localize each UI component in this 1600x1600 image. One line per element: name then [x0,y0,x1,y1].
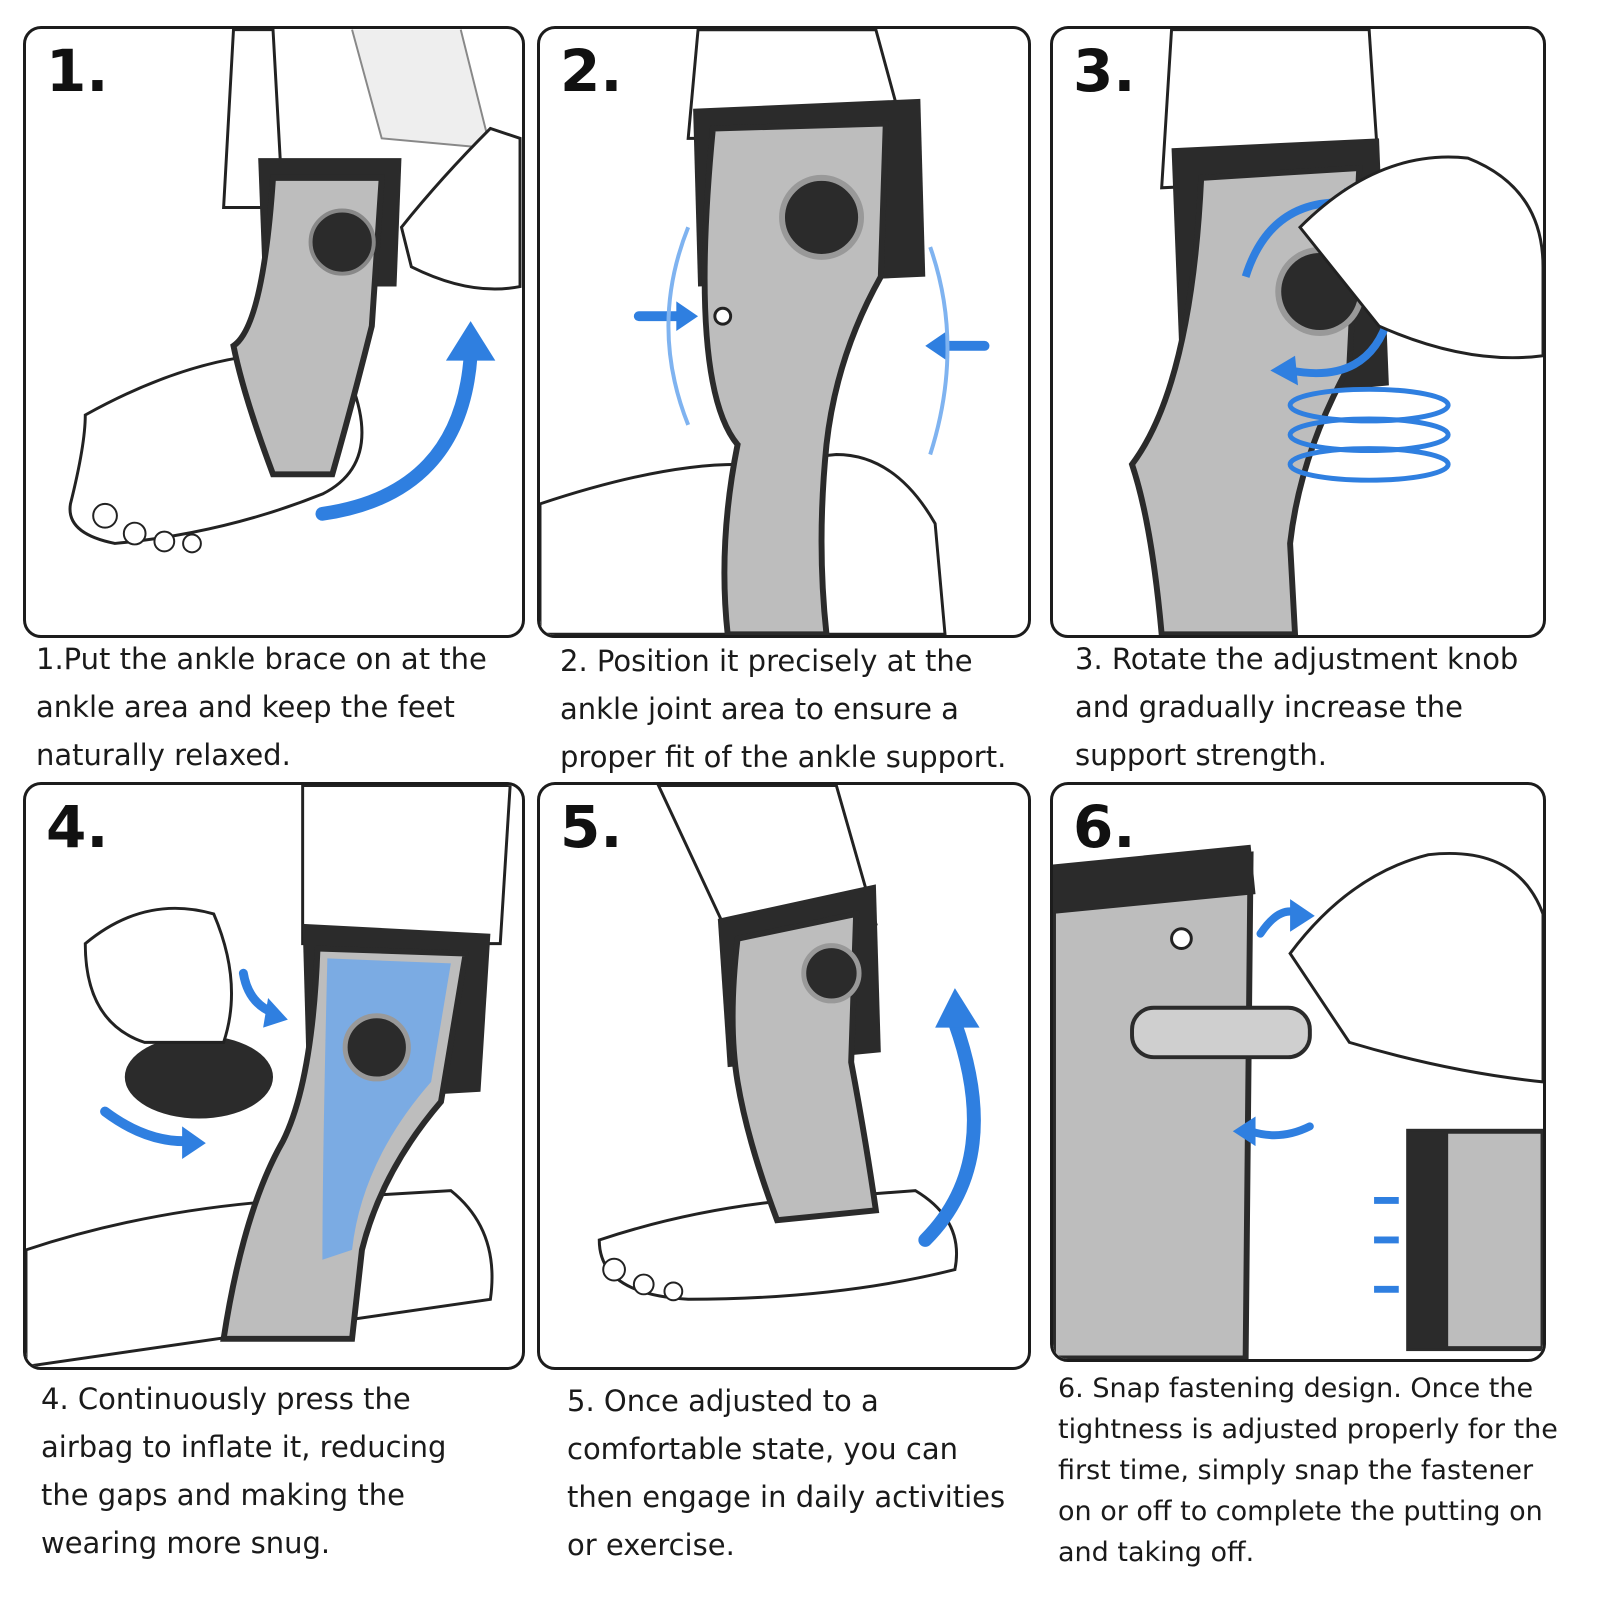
step-2-caption: 2. Position it precisely at the ankle jo… [560,644,1007,774]
activity-arrow [918,1015,981,1247]
ankle-brace-shell [1053,851,1254,1359]
rotate-arrow-bottom [1289,315,1393,378]
step-6-illustration [1053,844,1543,1359]
leg [301,785,512,946]
inset-cuff-band [1408,1131,1449,1349]
step-6-number: 6. [1073,793,1136,861]
step-4-caption: 4. Continuously press the airbag to infl… [41,1382,447,1560]
toe [663,1281,684,1302]
lift-arrowhead [445,321,496,361]
squeeze-arrowhead-left [676,301,699,332]
adjustment-knob [308,208,376,276]
toe [632,1273,655,1296]
rivet [1170,927,1193,950]
rotate-arrowhead-bottom [1270,355,1298,386]
inflate-arrowhead [263,997,288,1028]
adjustment-knob [801,943,862,1004]
step-1-caption: 1.Put the ankle brace on at the ankle ar… [36,642,487,772]
rivet [713,306,733,326]
step-4-panel: 4. [23,782,525,1370]
toe [153,530,176,553]
activity-arrowhead [935,988,980,1028]
toe [182,533,202,554]
press-arrow [100,1106,190,1147]
toe [602,1257,626,1282]
step-1-illustration [68,29,522,554]
step-5-illustration [597,785,981,1302]
snap-arrowhead-up [1290,899,1315,932]
snap-arrow-left [1246,1122,1314,1140]
toe [92,502,118,529]
squeeze-arrowhead-right [925,331,947,361]
fit-line-right [928,246,950,456]
air-pump-bulb [124,1035,274,1119]
step-2-panel: 2. [537,26,1031,638]
adjustment-knob [779,174,865,260]
ankle-brace-cuff [1053,844,1256,914]
adjustment-knob [342,1013,411,1082]
toe [122,521,147,546]
lift-arrow [315,348,478,521]
tighten-ring [1287,446,1451,483]
step-2-number: 2. [560,37,623,105]
step-1-number: 1. [46,37,109,105]
step-5-panel: 5. [537,782,1031,1370]
hand [83,906,233,1044]
step-3-number: 3. [1073,37,1136,105]
press-arrowhead [182,1126,206,1159]
hand [399,126,522,291]
snap-arrowhead-left [1232,1116,1256,1147]
step-4-illustration [26,785,512,1367]
step-3-panel: 3. [1050,26,1546,638]
step-5-caption: 5. Once adjusted to a comfortable state,… [567,1384,1006,1562]
foot [597,1189,959,1301]
hand [1288,852,1543,1084]
hand [1297,155,1543,360]
step-6-panel: 6. [1050,782,1546,1362]
step-5-number: 5. [560,793,623,861]
step-3-illustration [1128,29,1543,635]
step-2-illustration [540,29,990,635]
snap-fastener [1130,1005,1312,1060]
fit-line-left [666,226,691,426]
back-leg [351,29,492,150]
step-3-caption: 3. Rotate the adjustment knob and gradua… [1075,642,1519,772]
step-6-caption: 6. Snap fastening design. Once the tight… [1058,1373,1558,1568]
step-1-panel: 1. [23,26,525,638]
step-4-number: 4. [46,793,109,861]
